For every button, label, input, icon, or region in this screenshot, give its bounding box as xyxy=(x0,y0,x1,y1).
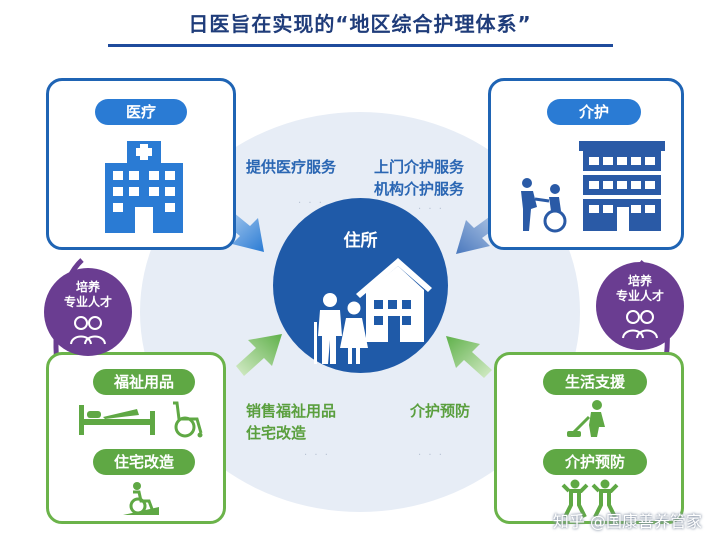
home-label: 住所 xyxy=(343,231,378,251)
arrow-life-to-home xyxy=(446,336,492,378)
care-label: 介护 xyxy=(547,99,641,125)
care-facility-icon xyxy=(579,141,665,231)
welfare-label: 福祉用品 xyxy=(93,369,195,395)
arrow-welfare-to-home xyxy=(236,334,282,376)
service-welfare: 销售福祉用品 住宅改造 xyxy=(246,402,337,442)
wheelchair-icon xyxy=(173,401,203,438)
service-care: 上门介护服务 机构介护服务 xyxy=(374,158,465,198)
home-family-icon xyxy=(314,258,432,364)
watermark: 知乎 @国康善养管家 xyxy=(552,512,702,531)
ramp-wheelchair-icon xyxy=(123,482,159,515)
people-icon xyxy=(70,316,106,345)
life-support-card: 生活支援 介护预防 xyxy=(494,352,684,524)
diagram-title: 日医旨在实现的“地区综合护理体系” xyxy=(188,12,532,36)
home-renovation-label: 住宅改造 xyxy=(93,449,195,475)
talent-badge-left: 培养 专业人才 xyxy=(44,268,132,356)
wheelchair-assist-icon xyxy=(521,178,567,233)
dots-bottom-left: · · · xyxy=(304,450,330,461)
medical-label: 医疗 xyxy=(95,99,187,125)
talent-badge-right: 培养 专业人才 xyxy=(596,262,684,350)
talent-left-line1: 培养 xyxy=(75,280,100,294)
service-medical: 提供医疗服务 xyxy=(246,158,337,176)
dots-top-left: · · · xyxy=(298,198,324,209)
prevention-label: 介护预防 xyxy=(543,449,647,475)
dots-bottom-right: · · · xyxy=(418,450,444,461)
people-icon xyxy=(622,310,658,339)
exercise-icon xyxy=(561,479,619,518)
dots-top-right: · · · xyxy=(418,204,444,215)
care-bed-icon xyxy=(79,405,155,435)
welfare-card: 福祉用品 住宅改造 xyxy=(46,352,226,524)
care-card: 介护 xyxy=(488,78,684,250)
talent-left-line2: 专业人才 xyxy=(63,295,112,309)
title-underline xyxy=(108,44,613,47)
talent-right-line1: 培养 xyxy=(627,274,652,288)
hospital-icon xyxy=(105,141,183,233)
cleaning-icon xyxy=(567,400,605,437)
life-support-label: 生活支援 xyxy=(543,369,647,395)
talent-right-line2: 专业人才 xyxy=(615,289,664,303)
service-prevention: 介护预防 xyxy=(410,402,471,420)
medical-card: 医疗 xyxy=(46,78,236,250)
